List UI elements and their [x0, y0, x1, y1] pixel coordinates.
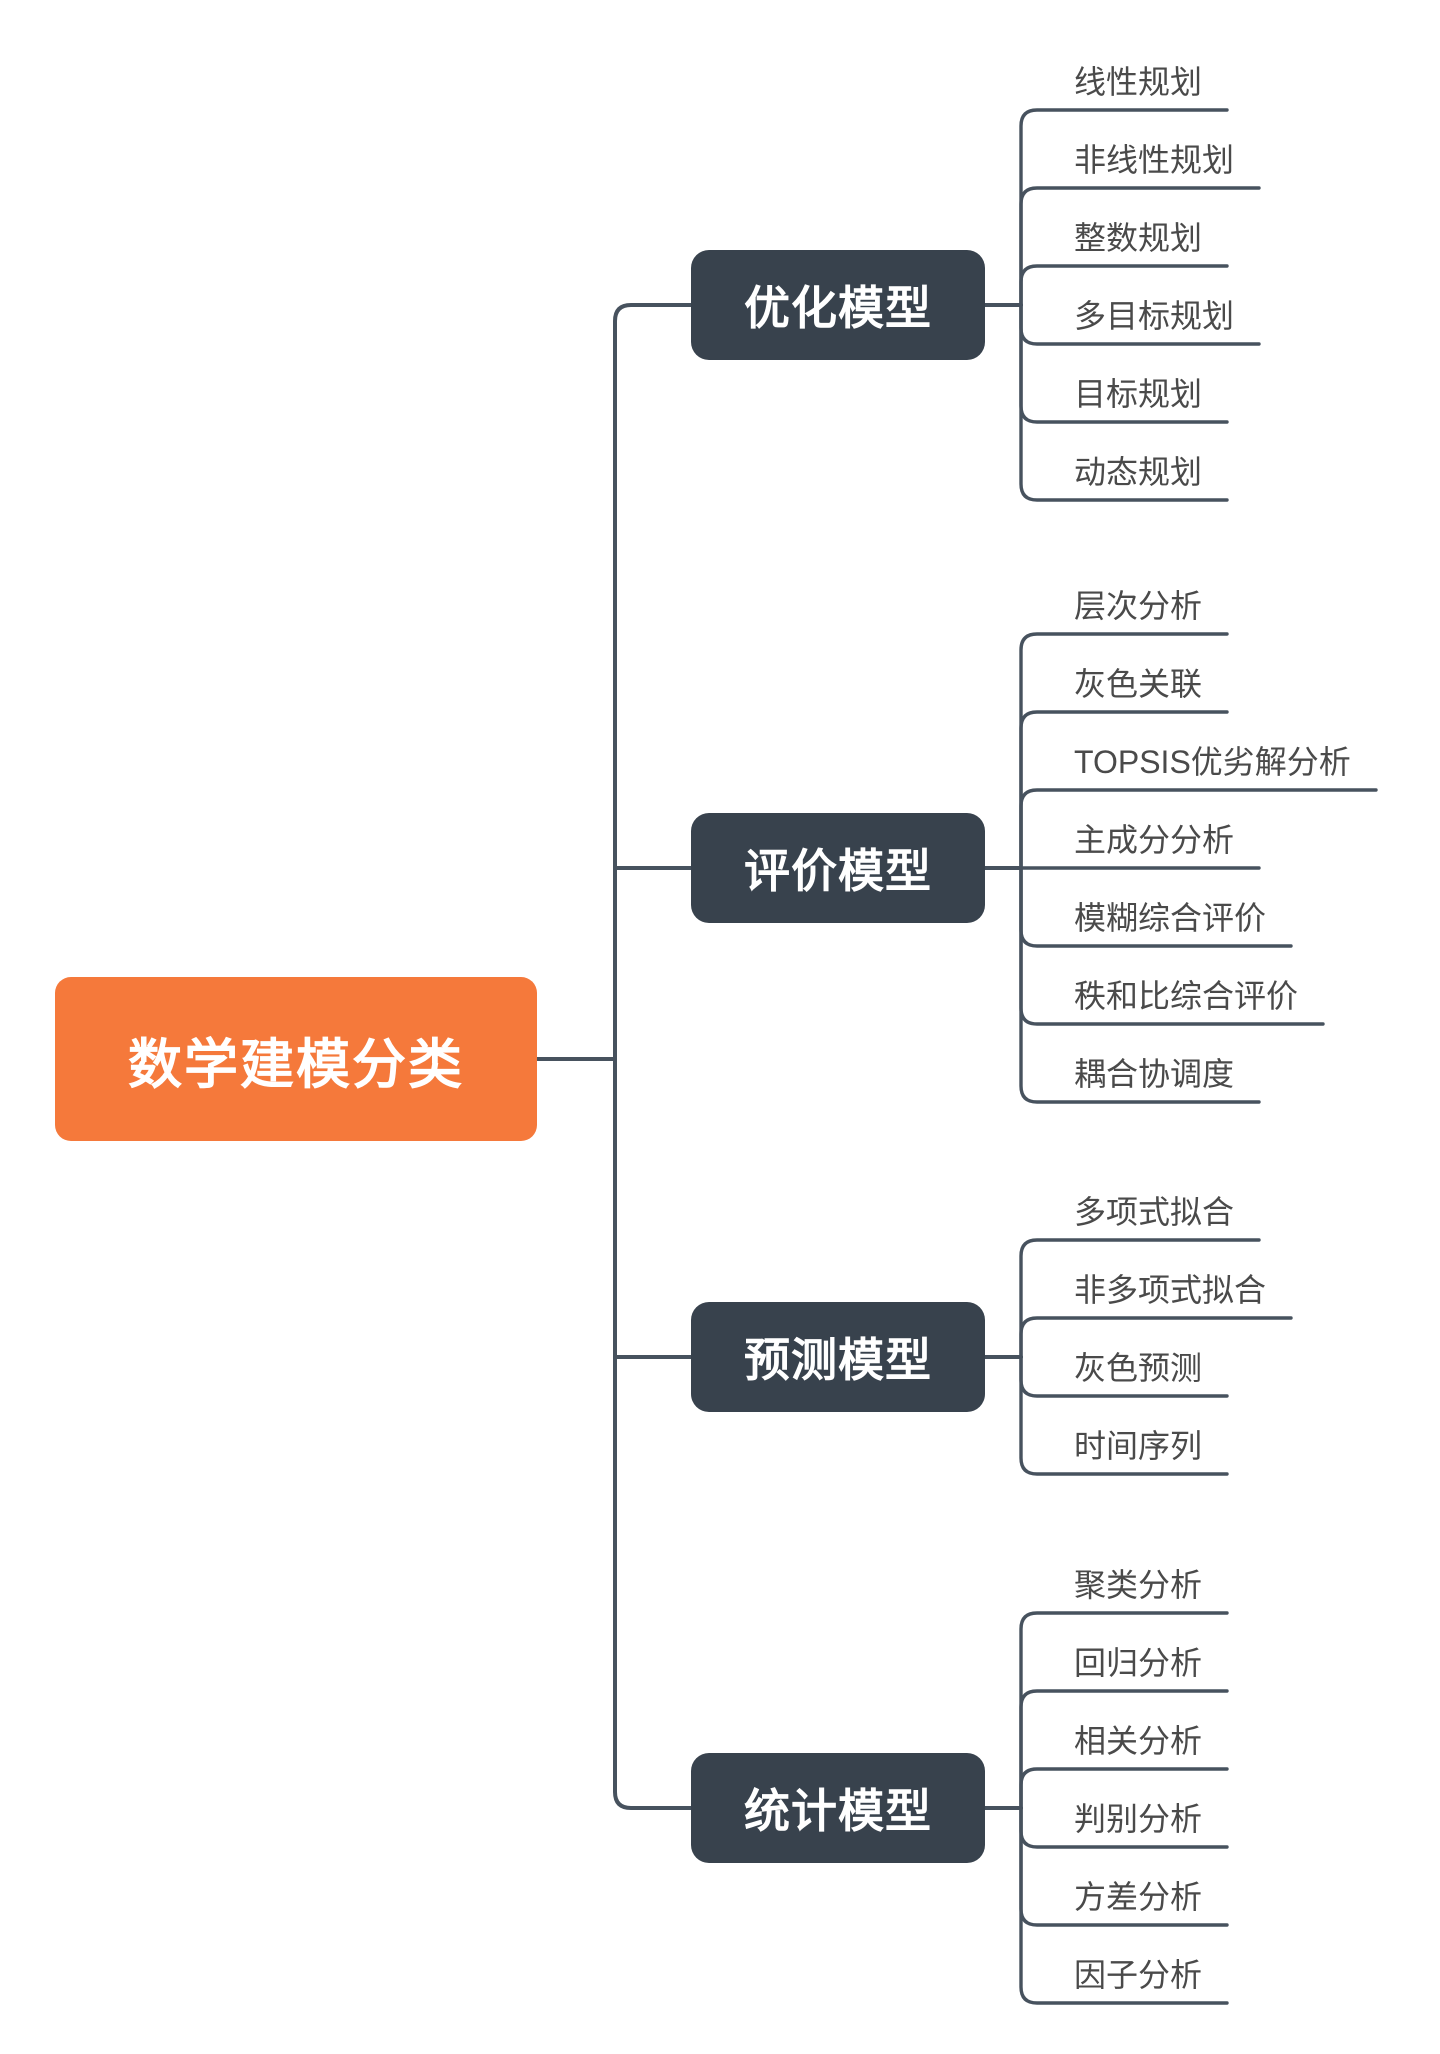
- subtopic-nonlinear-programming[interactable]: 非线性规划: [1074, 142, 1235, 178]
- branch-topic-prediction[interactable]: 预测模型: [691, 1302, 985, 1412]
- subtopic-grey-prediction[interactable]: 灰色预测: [1074, 1350, 1203, 1386]
- subtopic-integer-programming[interactable]: 整数规划: [1074, 220, 1203, 256]
- subtopic-fuzzy-evaluation[interactable]: 模糊综合评价: [1074, 900, 1267, 936]
- connector-path: [613, 303, 693, 1810]
- subtopic-coupling-coordination[interactable]: 耦合协调度: [1074, 1056, 1235, 1092]
- branch-topic-evaluation[interactable]: 评价模型: [691, 813, 985, 923]
- subtopic-discriminant-analysis[interactable]: 判别分析: [1074, 1801, 1203, 1837]
- subtopic-correlation-analysis[interactable]: 相关分析: [1074, 1723, 1203, 1759]
- subtopic-time-series[interactable]: 时间序列: [1074, 1428, 1203, 1464]
- subtopic-rank-sum-ratio[interactable]: 秩和比综合评价: [1074, 978, 1299, 1014]
- subtopic-pca[interactable]: 主成分分析: [1074, 822, 1235, 858]
- subtopic-ahp[interactable]: 层次分析: [1074, 588, 1203, 624]
- subtopic-grey-relation[interactable]: 灰色关联: [1074, 666, 1203, 702]
- subtopic-goal-programming[interactable]: 目标规划: [1074, 376, 1203, 412]
- subtopic-factor-analysis[interactable]: 因子分析: [1074, 1957, 1203, 1993]
- branch-topic-optimization[interactable]: 优化模型: [691, 250, 985, 360]
- subtopic-multiobjective-programming[interactable]: 多目标规划: [1074, 298, 1235, 334]
- root-topic[interactable]: 数学建模分类: [55, 977, 537, 1141]
- subtopic-variance-analysis[interactable]: 方差分析: [1074, 1879, 1203, 1915]
- subtopic-cluster-analysis[interactable]: 聚类分析: [1074, 1567, 1203, 1603]
- branch-topic-statistics[interactable]: 统计模型: [691, 1753, 985, 1863]
- subtopic-dynamic-programming[interactable]: 动态规划: [1074, 454, 1203, 490]
- subtopic-regression-analysis[interactable]: 回归分析: [1074, 1645, 1203, 1681]
- subtopic-linear-programming[interactable]: 线性规划: [1074, 64, 1203, 100]
- subtopic-nonpolynomial-fitting[interactable]: 非多项式拟合: [1074, 1272, 1267, 1308]
- subtopic-topsis[interactable]: TOPSIS优劣解分析: [1074, 744, 1351, 780]
- subtopic-polynomial-fitting[interactable]: 多项式拟合: [1074, 1194, 1235, 1230]
